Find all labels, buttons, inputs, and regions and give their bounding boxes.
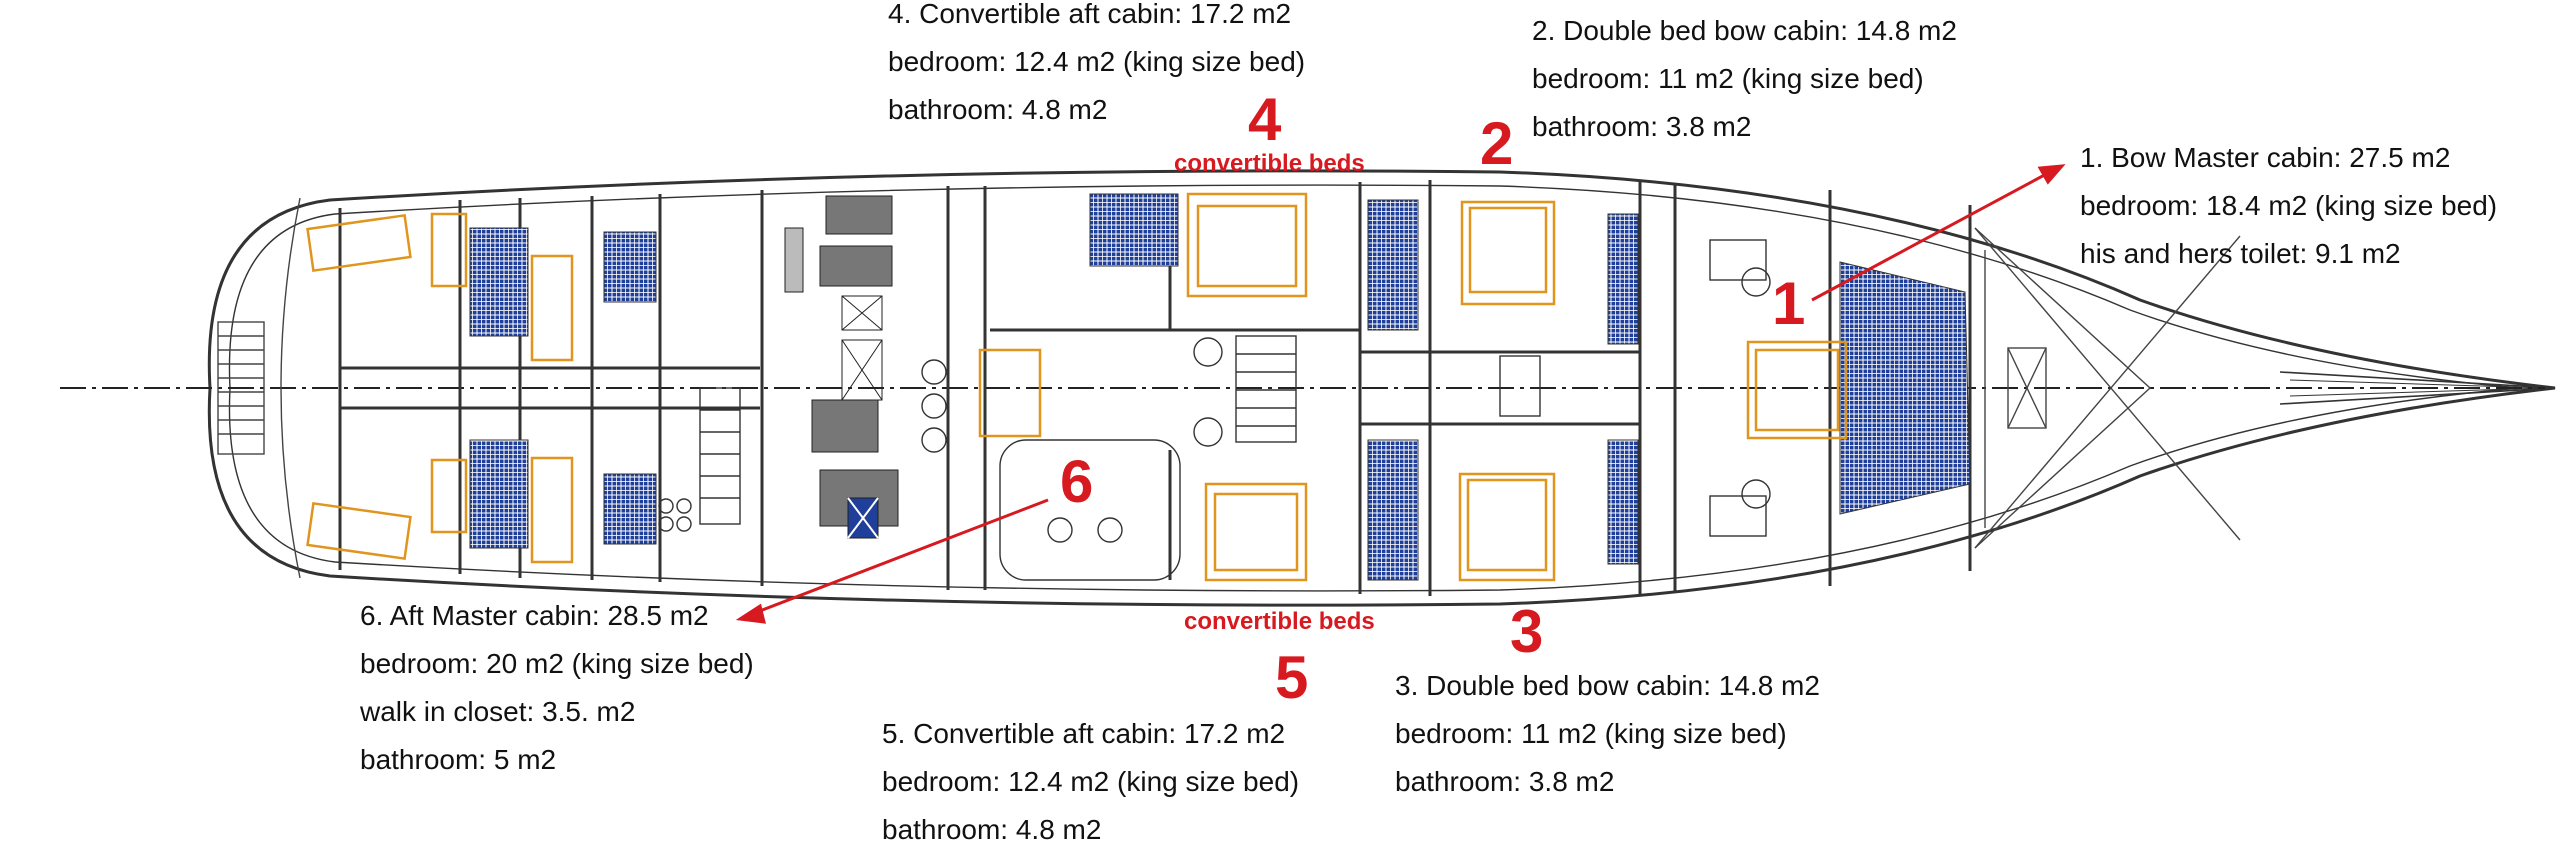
cabin-4-number: 4 bbox=[1248, 86, 1282, 153]
bow-section bbox=[1974, 227, 2241, 549]
cabin-1-bedroom: bedroom: 18.4 m2 (king size bed) bbox=[2080, 190, 2498, 221]
cabin-5-convertible-tag: convertible beds bbox=[1184, 608, 1375, 635]
cabin-2-note: 2. Double bed bow cabin: 14.8 m2 bedroom… bbox=[1532, 7, 1957, 151]
cabin-4-bathroom: bathroom: 4.8 m2 bbox=[888, 94, 1108, 125]
engine-room bbox=[784, 195, 899, 539]
cabin-1-number: 1 bbox=[1772, 270, 1806, 337]
hull bbox=[207, 169, 2556, 607]
cabin-5-title: 5. Convertible aft cabin: 17.2 m2 bbox=[882, 718, 1286, 749]
cabin-1-title: 1. Bow Master cabin: 27.5 m2 bbox=[2080, 142, 2451, 173]
fixtures bbox=[658, 239, 1771, 581]
cabin-6-number: 6 bbox=[1060, 448, 1094, 515]
cabin-3-bathroom: bathroom: 3.8 m2 bbox=[1395, 766, 1615, 797]
cabin-4-convertible-tag: convertible beds bbox=[1174, 150, 1365, 177]
cabin-6-title: 6. Aft Master cabin: 28.5 m2 bbox=[360, 600, 709, 631]
cabin-5-number: 5 bbox=[1275, 644, 1309, 711]
leader-arrows bbox=[735, 164, 2066, 624]
cabin-3-bedroom: bedroom: 11 m2 (king size bed) bbox=[1395, 718, 1787, 749]
cabin-5-note: 5. Convertible aft cabin: 17.2 m2 bedroo… bbox=[882, 710, 1299, 854]
cabin-1-note: 1. Bow Master cabin: 27.5 m2 bedroom: 18… bbox=[2080, 134, 2497, 278]
cabin-4-bedroom: bedroom: 12.4 m2 (king size bed) bbox=[888, 46, 1306, 77]
cabin-3-number: 3 bbox=[1510, 598, 1544, 665]
cabin-2-number: 2 bbox=[1480, 110, 1514, 177]
cabin-6-closet: walk in closet: 3.5. m2 bbox=[360, 696, 636, 727]
cabin-6-bedroom: bedroom: 20 m2 (king size bed) bbox=[360, 648, 754, 679]
cabin-2-bedroom: bedroom: 11 m2 (king size bed) bbox=[1532, 63, 1924, 94]
cabin-6-bathroom: bathroom: 5 m2 bbox=[360, 744, 557, 775]
cabin-1-toilet: his and hers toilet: 9.1 m2 bbox=[2080, 238, 2401, 269]
cabin-4-title: 4. Convertible aft cabin: 17.2 m2 bbox=[888, 0, 1292, 29]
cabin-2-title: 2. Double bed bow cabin: 14.8 m2 bbox=[1532, 15, 1957, 46]
cabin-5-bathroom: bathroom: 4.8 m2 bbox=[882, 814, 1102, 845]
stern-platform bbox=[217, 197, 301, 579]
bathroom-tiles bbox=[469, 193, 1971, 581]
beds bbox=[306, 192, 1848, 582]
cabin-2-bathroom: bathroom: 3.8 m2 bbox=[1532, 111, 1752, 142]
cabin-6-note: 6. Aft Master cabin: 28.5 m2 bedroom: 20… bbox=[360, 592, 754, 784]
cabin-4-note: 4. Convertible aft cabin: 17.2 m2 bedroo… bbox=[888, 0, 1305, 134]
cabin-3-note: 3. Double bed bow cabin: 14.8 m2 bedroom… bbox=[1395, 662, 1820, 806]
cabin-3-title: 3. Double bed bow cabin: 14.8 m2 bbox=[1395, 670, 1820, 701]
cabin-5-bedroom: bedroom: 12.4 m2 (king size bed) bbox=[882, 766, 1300, 797]
